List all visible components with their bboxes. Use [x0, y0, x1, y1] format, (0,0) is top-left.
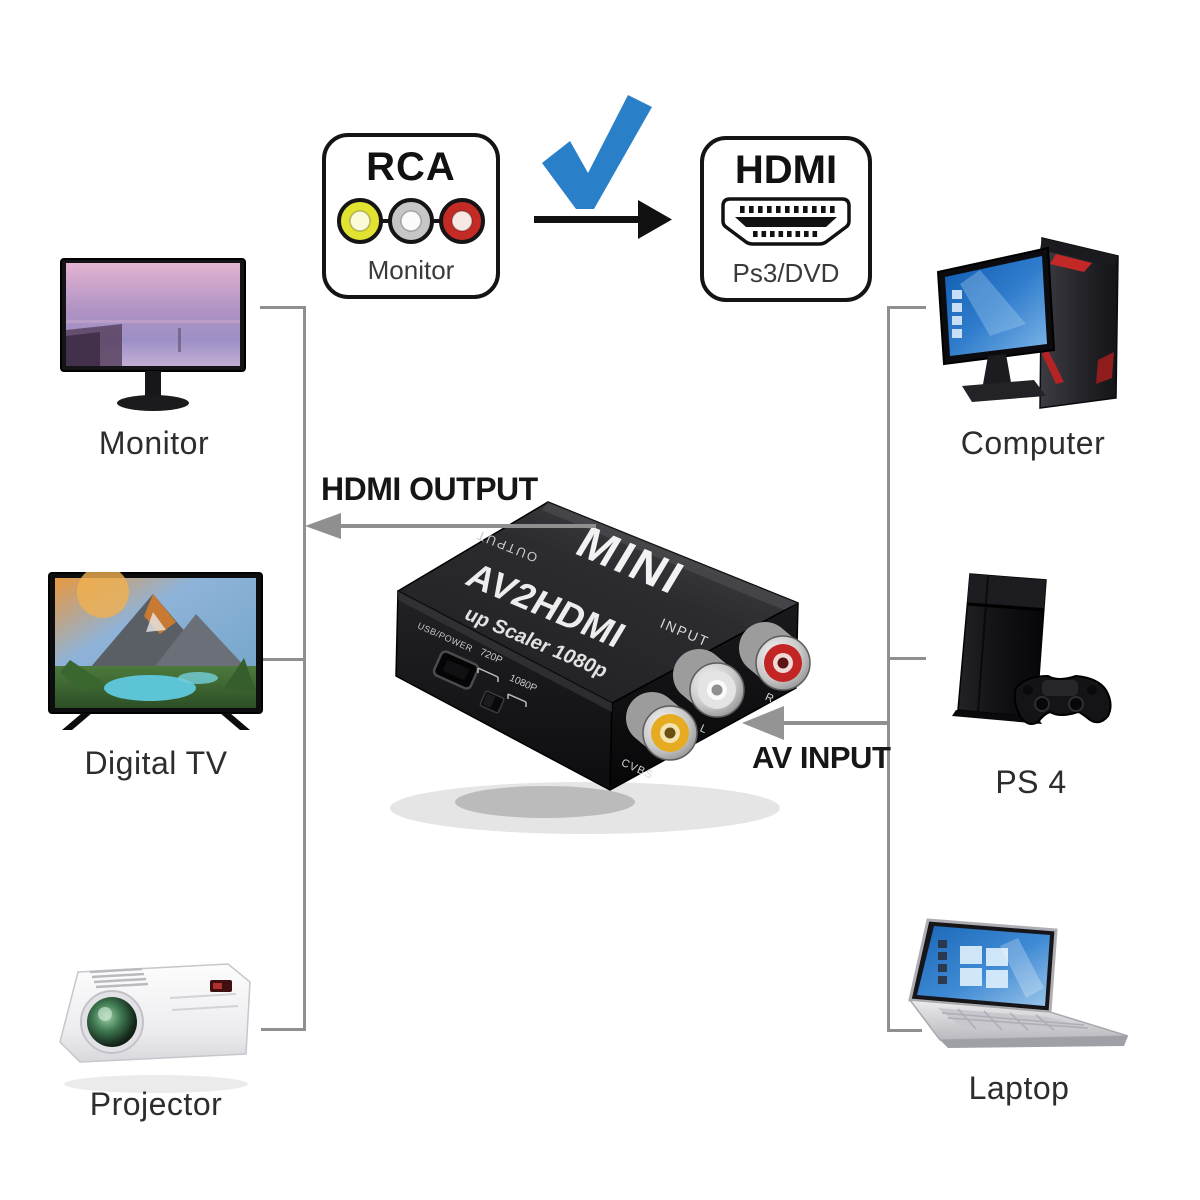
usb-port	[432, 650, 480, 690]
left-bus-line	[303, 306, 306, 1031]
computer-image	[936, 237, 1119, 409]
hdmi-output-arrow-head	[305, 513, 341, 539]
rca-jack-white	[673, 649, 745, 718]
right-bus-line	[887, 306, 890, 1032]
rca-caption: Monitor	[367, 255, 455, 285]
digital-tv-image	[48, 572, 263, 730]
converter-device: OUTPUT MINI AV2HDMI up Scaler 1080p INPU…	[390, 501, 811, 834]
monitor-label: Monitor	[98, 425, 210, 461]
hdmi-output-arrow-shaft	[336, 524, 596, 528]
av-input-arrow-head	[742, 706, 784, 740]
laptop-image	[908, 918, 1129, 1048]
ps4-controller	[1013, 674, 1112, 725]
laptop-label: Laptop	[968, 1070, 1070, 1106]
left-channel-label: L	[698, 723, 708, 736]
hdmi-card: HDMI Ps3/DVD	[700, 136, 872, 302]
hdmi-title: HDMI	[734, 148, 838, 192]
rca-card: RCA Monitor	[322, 133, 500, 299]
ps4-image	[952, 573, 1112, 725]
monitor-connector-line	[260, 306, 304, 309]
projector-connector-line	[261, 1028, 304, 1031]
checkmark-icon	[542, 95, 652, 209]
rca-plug-yellow	[337, 198, 383, 244]
monitor-image	[60, 258, 246, 411]
computer-label: Computer	[960, 425, 1106, 461]
computer-connector-line	[889, 306, 926, 309]
projector-label: Projector	[89, 1086, 223, 1122]
rca-title: RCA	[366, 145, 456, 189]
hdmi-connector-icon	[721, 197, 851, 246]
rca-plug-red	[439, 198, 485, 244]
rca-plug-white	[388, 198, 434, 244]
av-input-arrow-shaft	[780, 721, 888, 725]
hdmi-caption: Ps3/DVD	[732, 258, 840, 288]
switch-markings	[477, 667, 527, 707]
rca-jack-yellow	[626, 692, 698, 761]
arrow-right-icon	[534, 200, 672, 239]
ps4-label: PS 4	[995, 764, 1067, 800]
av-input-label: AV INPUT	[752, 740, 891, 775]
device-shadow	[390, 782, 780, 834]
digital-tv-label: Digital TV	[84, 745, 228, 781]
projector-image	[59, 963, 251, 1093]
resolution-switch	[479, 690, 505, 714]
rca-connectors-icon	[337, 198, 485, 244]
laptop-connector-line	[889, 1029, 922, 1032]
hdmi-output-label: HDMI OUTPUT	[321, 471, 538, 507]
ps4-connector-line	[889, 657, 926, 660]
tv-connector-line	[261, 658, 304, 661]
rca-jack-red	[739, 622, 811, 691]
